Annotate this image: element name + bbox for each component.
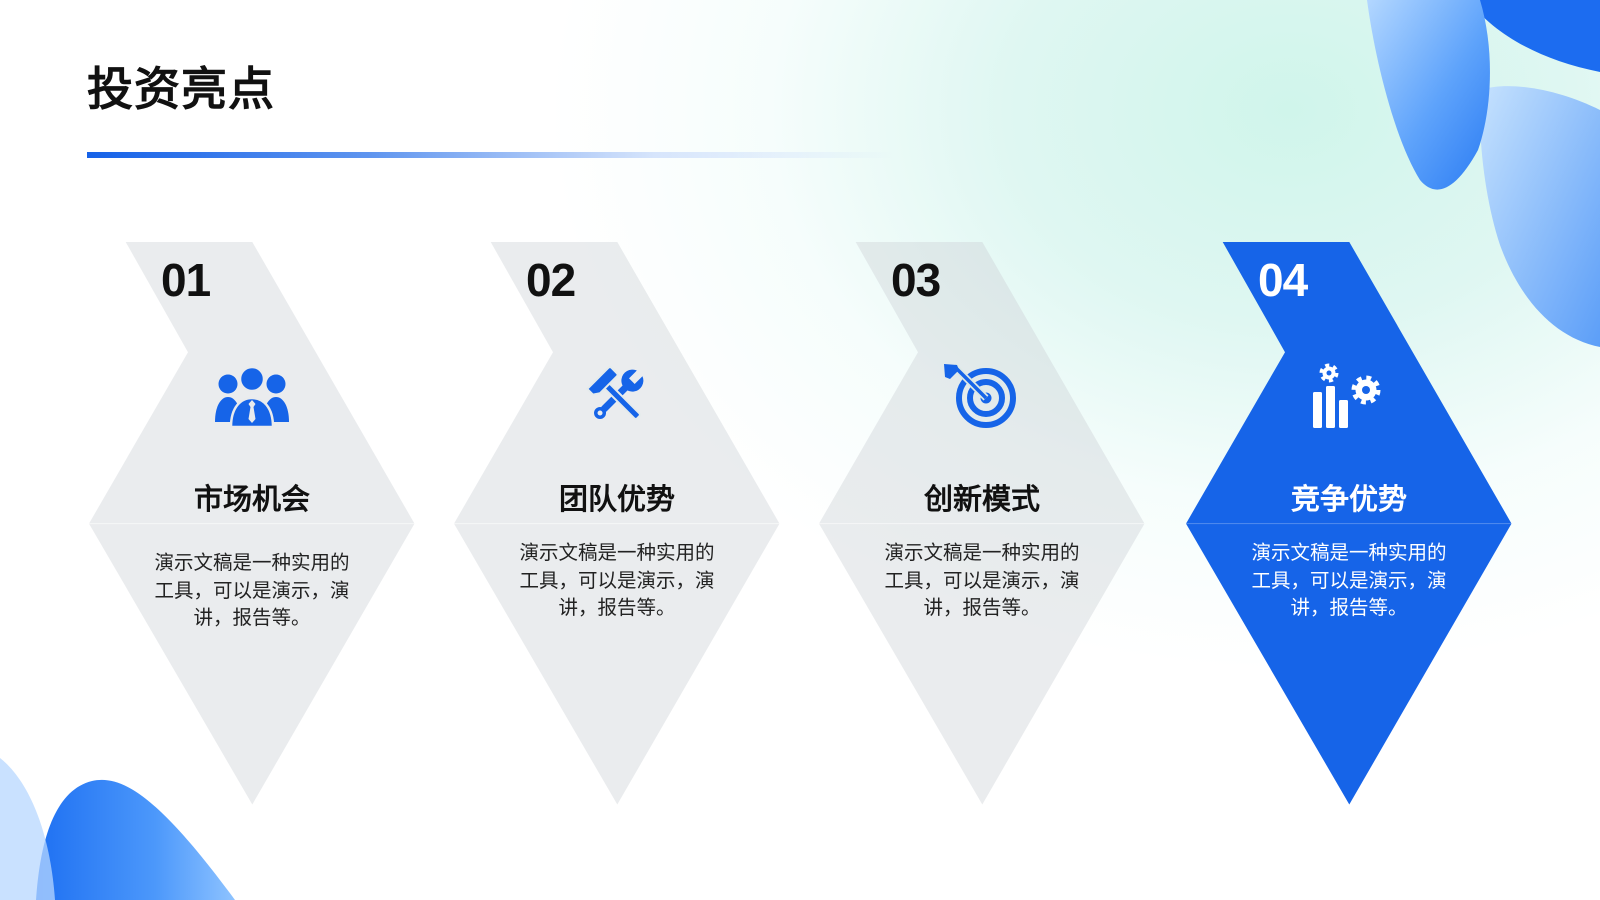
slide-title: 投资亮点: [87, 63, 275, 115]
tools-icon: [585, 366, 644, 420]
card-shape: [1186, 242, 1512, 805]
card-number: 02: [526, 254, 576, 306]
card-title: 市场机会: [193, 484, 310, 516]
blob-top-right-band: [1468, 0, 1600, 72]
chart-gear-icon: [1313, 363, 1381, 428]
target-icon: [942, 362, 1022, 430]
card-shape: [454, 242, 780, 805]
blob-top-right-tongue: [1367, 0, 1490, 190]
chart-gear-icon: [1309, 362, 1389, 430]
card-number: 01: [161, 254, 211, 306]
team-icon: [212, 362, 292, 430]
card-shape: [819, 242, 1145, 805]
card-title: 团队优势: [558, 484, 675, 516]
highlight-card-01: 01 市场机会 演示文稿是一种实用的工具，可以是演示，演讲，报告等。: [89, 242, 415, 805]
team-icon: [215, 365, 289, 429]
card-number: 04: [1258, 254, 1308, 306]
card-shape: [89, 242, 415, 805]
card-description: 演示文稿是一种实用的工具，可以是演示，演讲，报告等。: [884, 542, 1080, 619]
card-description: 演示文稿是一种实用的工具，可以是演示，演讲，报告等。: [519, 542, 715, 619]
blob-bottom-left-dome: [36, 779, 235, 900]
title-underline: [87, 152, 897, 158]
highlight-card-03: 03 创新模式 演示文稿是一种实用的工具，可以是演示，演讲，报告等。: [819, 242, 1145, 805]
blob-top-right-side: [1479, 86, 1600, 347]
target-icon: [944, 363, 1016, 428]
card-title: 创新模式: [923, 484, 1040, 516]
card-number: 03: [891, 254, 941, 306]
tools-icon: [577, 362, 657, 430]
card-description: 演示文稿是一种实用的工具，可以是演示，演讲，报告等。: [154, 552, 350, 629]
card-title: 竞争优势: [1290, 484, 1407, 516]
highlight-card-02: 02 团队优势 演示文稿是一种实用的工具，可以是演示，演讲，报告等。: [454, 242, 780, 805]
card-description: 演示文稿是一种实用的工具，可以是演示，演讲，报告等。: [1251, 542, 1447, 619]
highlight-card-04: 04 竞争优势 演示文稿是一种实用的工具，可以是演示，演讲，报告等。: [1186, 242, 1512, 805]
blob-bottom-left-pale: [0, 758, 55, 900]
